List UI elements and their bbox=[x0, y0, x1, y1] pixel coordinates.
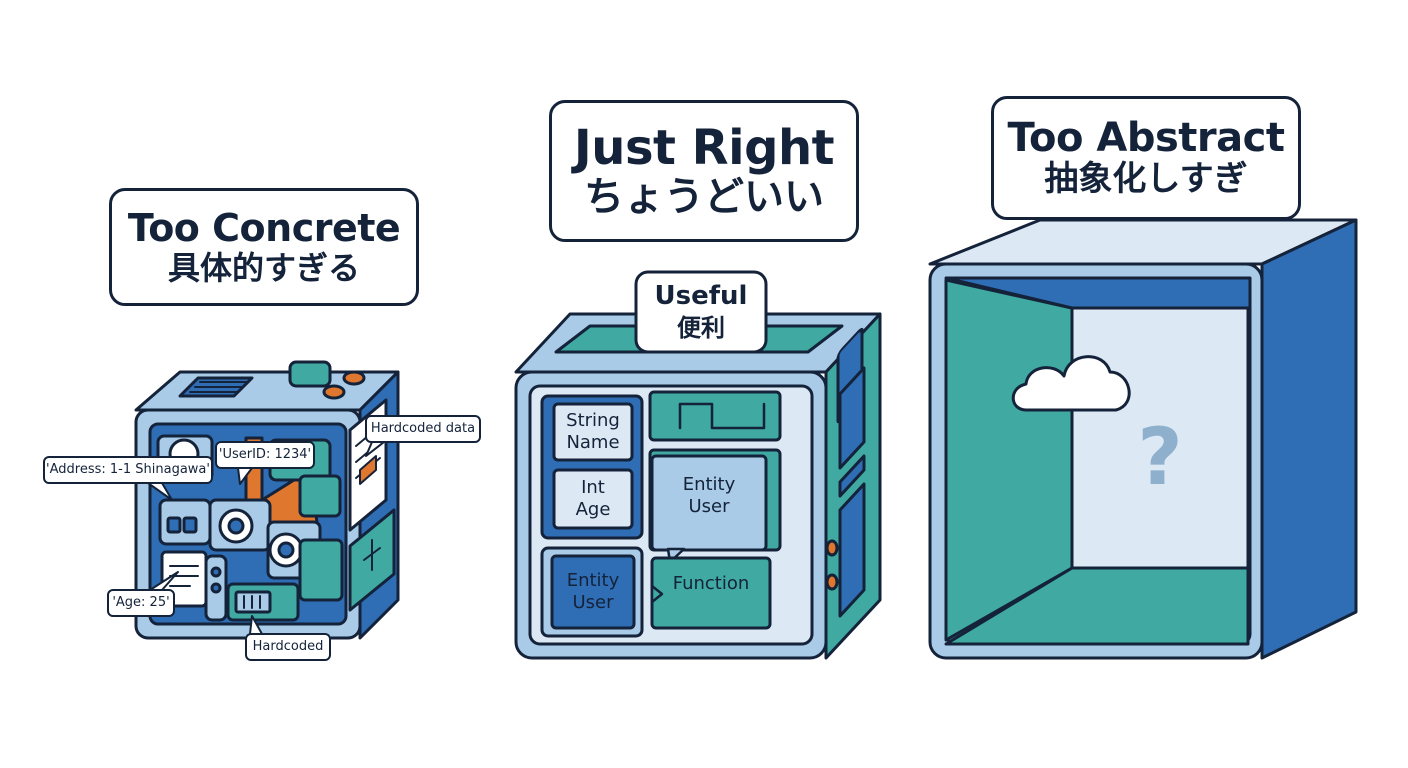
title-too-abstract-en: Too Abstract bbox=[1007, 115, 1285, 162]
callout-hardcoded-data-text: Hardcoded data bbox=[370, 421, 476, 436]
title-just-right: Just Right ちょうどいい bbox=[549, 100, 859, 242]
useful-tag-jp: 便利 bbox=[677, 314, 725, 342]
callout-hardcoded bbox=[245, 633, 331, 661]
callout-user-id bbox=[215, 441, 315, 469]
useful-tag-en: Useful bbox=[654, 281, 748, 311]
cell-function: Function bbox=[672, 572, 750, 594]
cell-int-age: Int Age bbox=[575, 477, 611, 520]
callout-hardcoded-text: Hardcoded bbox=[252, 639, 324, 654]
title-too-abstract: Too Abstract 抽象化しすぎ bbox=[991, 96, 1301, 220]
knob-icon bbox=[322, 384, 346, 400]
cell-entity-user-bottom: Entity User bbox=[566, 570, 620, 613]
cell-string-name: String Name bbox=[566, 410, 620, 453]
just-right-box bbox=[514, 270, 882, 660]
vent-grille-icon bbox=[178, 376, 254, 398]
callout-user-id-text: 'UserID: 1234' bbox=[218, 447, 312, 462]
title-just-right-en: Just Right bbox=[573, 119, 835, 176]
question-mark-icon: ? bbox=[1137, 413, 1183, 503]
callout-hardcoded-data bbox=[365, 415, 481, 443]
cell-entity-user-top: Entity User bbox=[682, 474, 736, 517]
title-too-concrete-en: Too Concrete bbox=[127, 205, 401, 250]
callout-age bbox=[107, 589, 175, 617]
callout-age-text: 'Age: 25' bbox=[112, 595, 170, 610]
callout-address bbox=[43, 456, 213, 484]
knob-icon bbox=[288, 360, 332, 388]
abstract-box bbox=[928, 218, 1358, 660]
title-too-concrete: Too Concrete 具体的すぎる bbox=[109, 188, 419, 306]
useful-tag bbox=[634, 270, 768, 354]
title-just-right-jp: ちょうどいい bbox=[584, 174, 824, 221]
title-too-abstract-jp: 抽象化しすぎ bbox=[1044, 159, 1248, 200]
concrete-cube bbox=[43, 360, 481, 661]
callout-address-text: 'Address: 1-1 Shinagawa' bbox=[46, 462, 210, 477]
title-too-concrete-jp: 具体的すぎる bbox=[167, 248, 360, 287]
cloud-icon bbox=[1011, 355, 1131, 412]
knob-icon bbox=[342, 370, 366, 386]
